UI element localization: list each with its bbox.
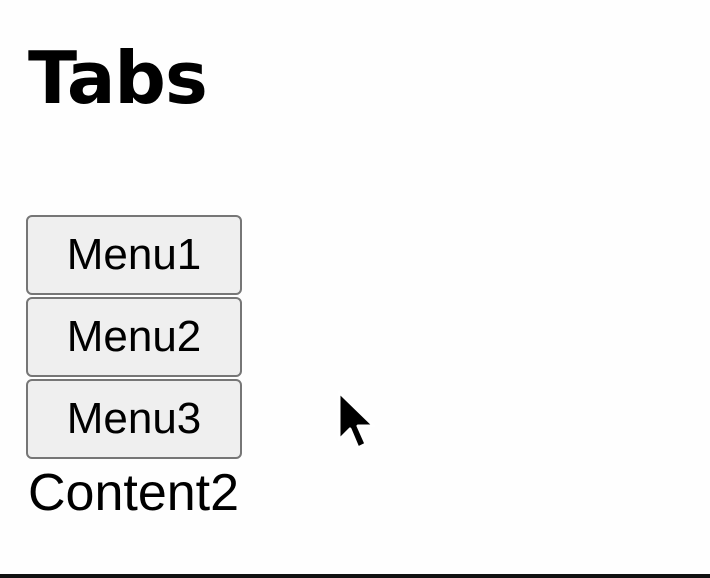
page-title: Tabs <box>28 36 208 120</box>
tab-menu1[interactable]: Menu1 <box>26 215 242 295</box>
tab-menu3[interactable]: Menu3 <box>26 379 242 459</box>
tab-menu2[interactable]: Menu2 <box>26 297 242 377</box>
tab-content: Content2 <box>28 464 240 522</box>
tab-list: Menu1 Menu2 Menu3 <box>26 215 242 461</box>
bottom-divider <box>0 574 710 578</box>
mouse-pointer-icon <box>337 390 376 450</box>
